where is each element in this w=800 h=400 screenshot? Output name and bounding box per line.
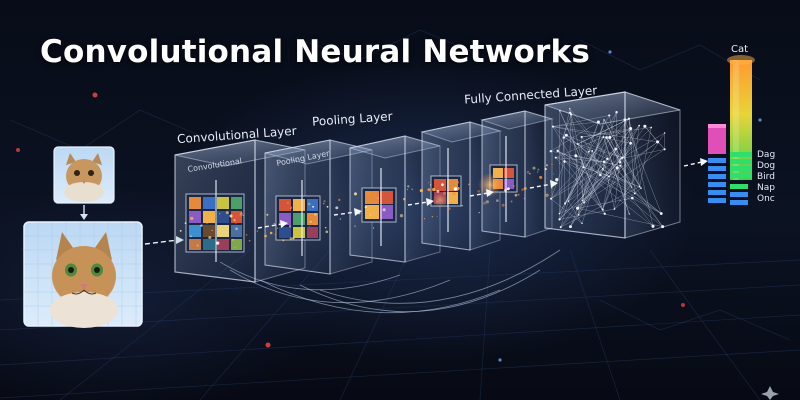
- output-label-5: Onc: [757, 194, 775, 204]
- pool-feature-grid-1: [275, 195, 321, 241]
- output-label-4: Nap: [757, 183, 775, 193]
- pool-feature-grid-2: [361, 187, 397, 223]
- sparkle-icon: [761, 386, 779, 400]
- output-bar-magenta: [708, 124, 726, 154]
- output-bar-cat: [727, 55, 755, 180]
- layer-vertical-arrows: [215, 136, 507, 262]
- output-bars-green: [730, 152, 752, 189]
- output-label-1: Dag: [757, 150, 776, 160]
- flow-arrow-input: [144, 239, 179, 245]
- output-label-3: Bird: [757, 172, 775, 182]
- thumb-arrow-head: [80, 214, 88, 220]
- page-title: Convolutional Neural Networks: [40, 34, 591, 70]
- background-lights: [16, 50, 762, 362]
- particle-glow-2: [432, 192, 448, 208]
- flow-arrow-heads: [280, 158, 708, 228]
- fully-connected-block: [544, 91, 681, 239]
- input-image-large: [23, 221, 143, 328]
- output-label-top: Cat: [731, 44, 749, 55]
- fc-neuron-nodes: [549, 107, 666, 229]
- input-thumbnail-small: [53, 146, 115, 204]
- output-label-2: Dog: [757, 161, 776, 171]
- flow-arrows: [257, 161, 703, 229]
- conv-feature-grid: [185, 193, 245, 253]
- output-bars-blue: [708, 158, 748, 205]
- pool-layer-block-2: [349, 135, 441, 263]
- particle-glow: [478, 173, 502, 197]
- skip-connections: [219, 249, 561, 314]
